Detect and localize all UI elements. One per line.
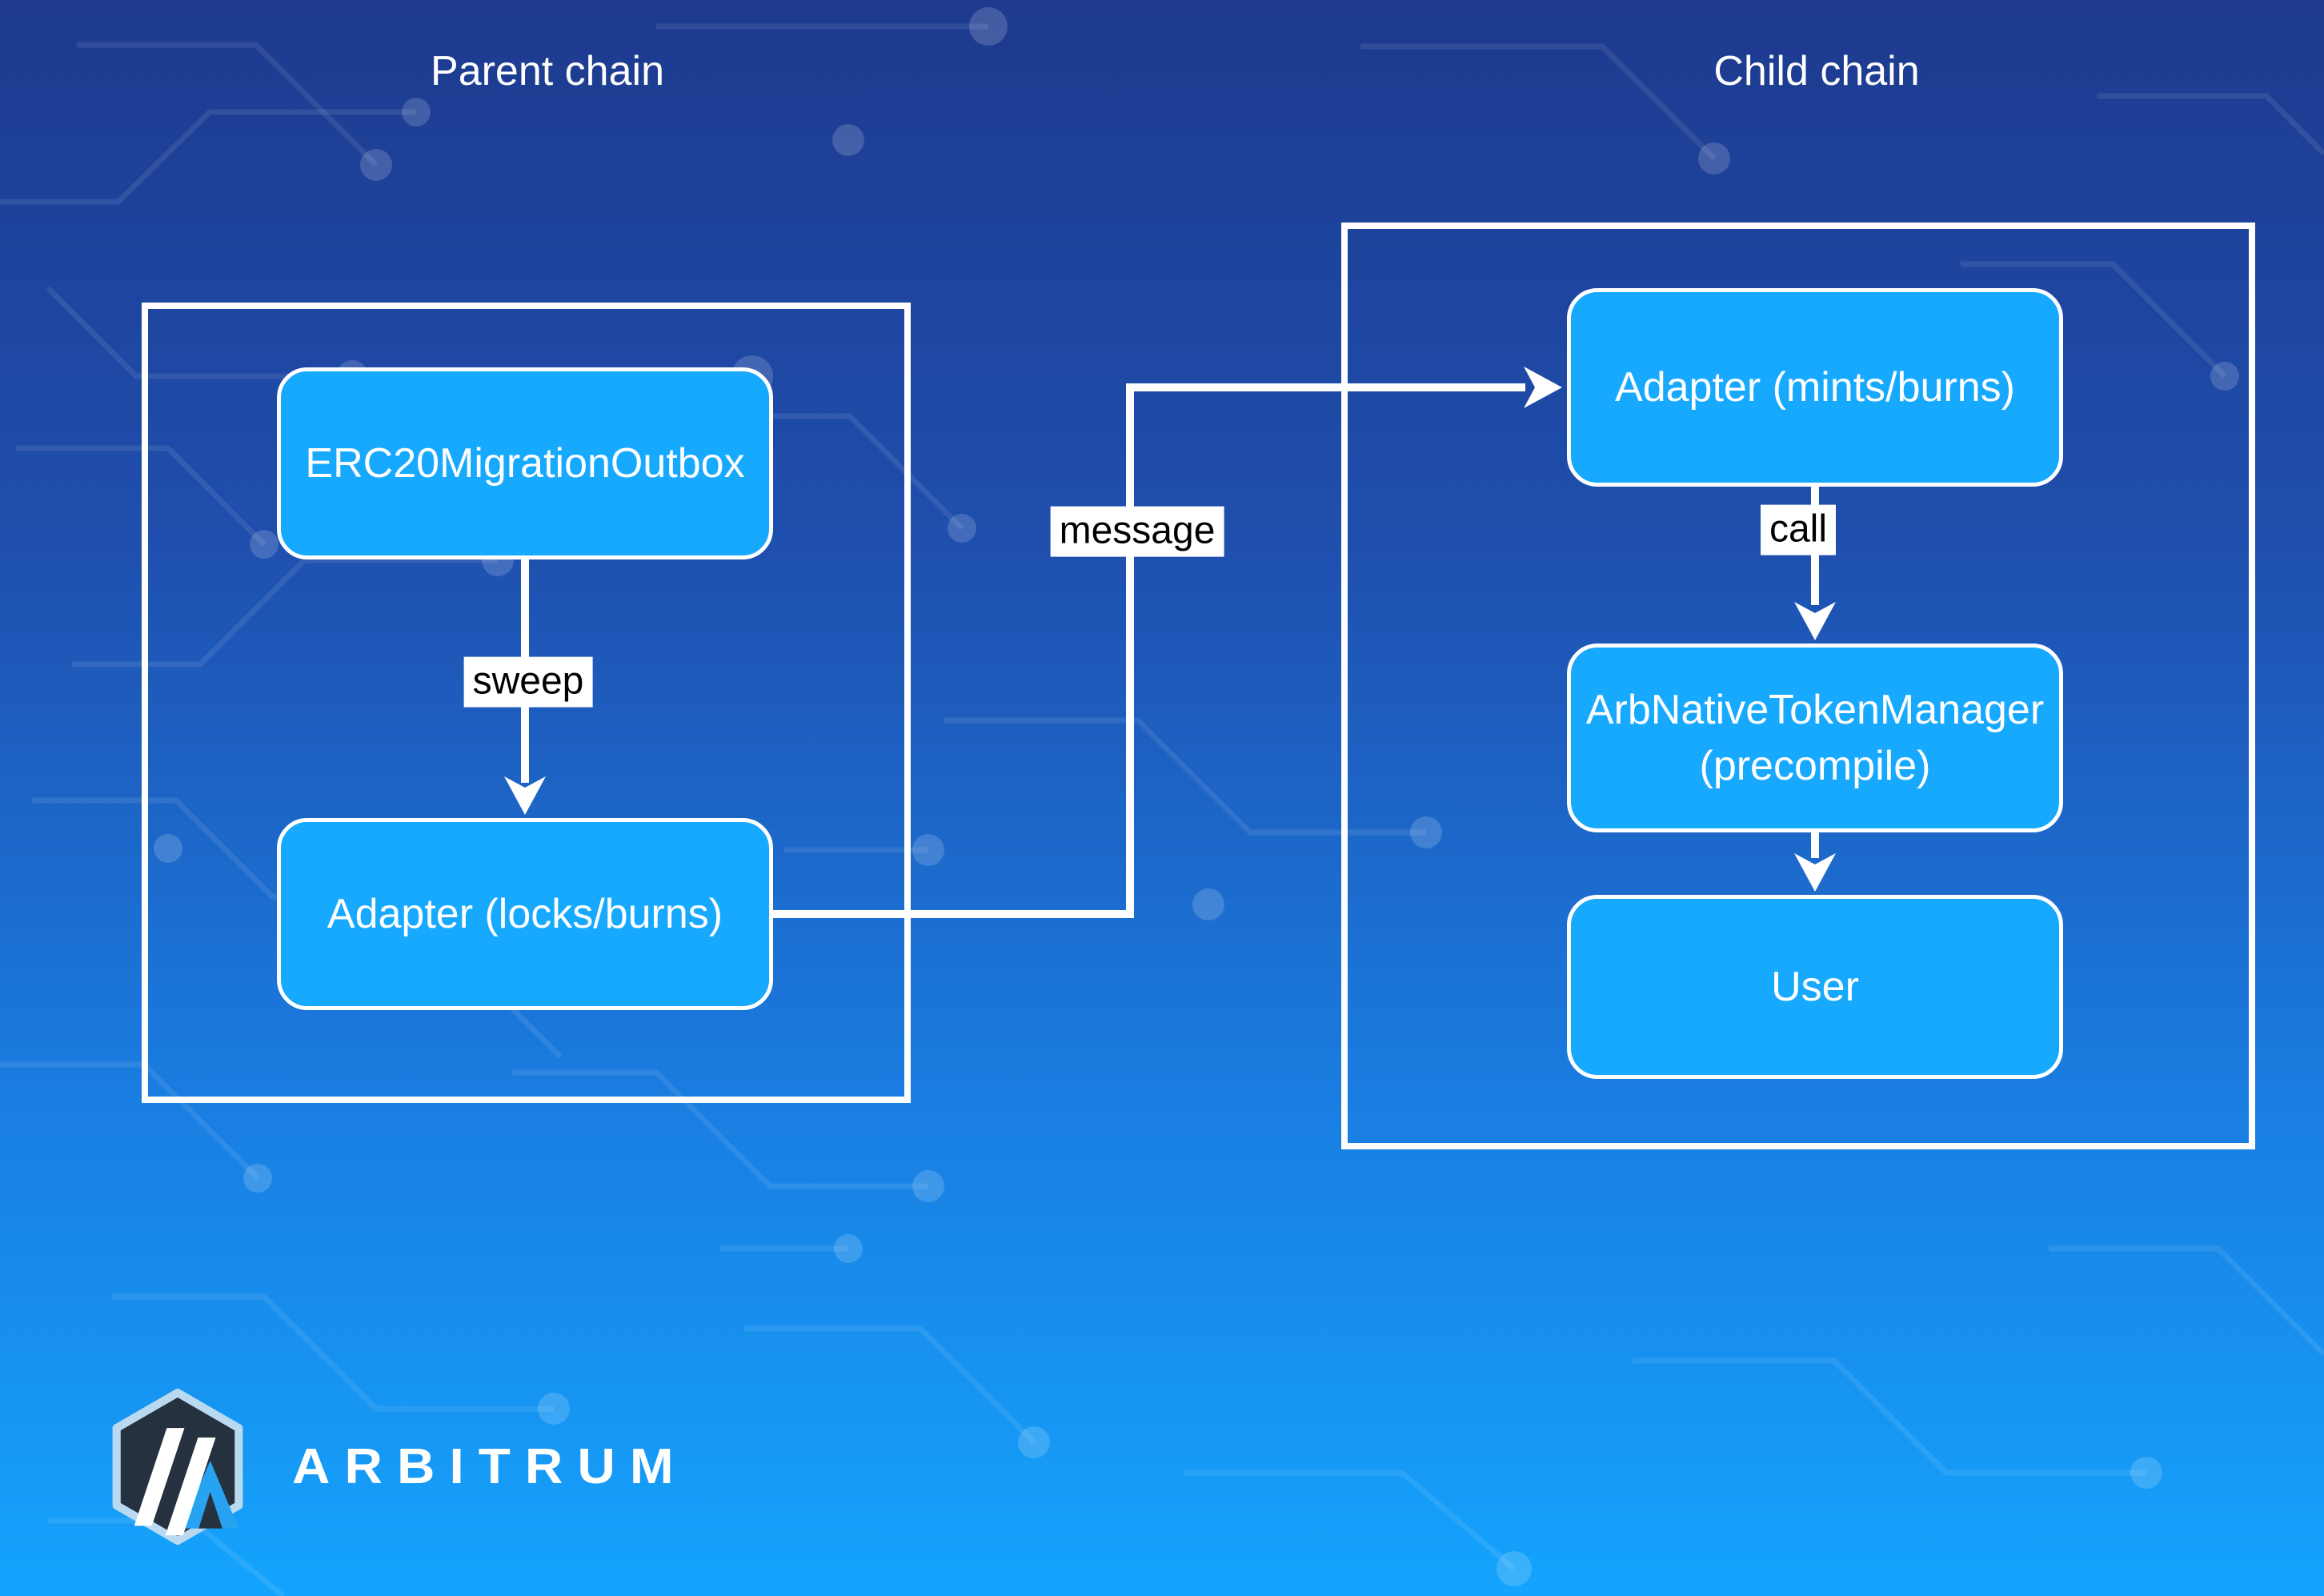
child-chain-title: Child chain [1713,48,1920,94]
node-arb-native-token-manager-line1: ArbNativeTokenManager [1585,686,2045,733]
edge-label-sweep: sweep [463,656,593,708]
node-erc20-migration-outbox: ERC20MigrationOutbox [277,367,773,559]
sweep-arrowhead [504,776,546,815]
node-adapter-locks-burns: Adapter (locks/burns) [277,818,773,1010]
node-user: User [1567,895,2063,1079]
edge-label-message: message [1050,506,1224,557]
parent-chain-title: Parent chain [431,48,664,94]
message-arrow-path [773,383,1525,918]
node-adapter-mints-burns: Adapter (mints/burns) [1567,288,2063,487]
parent-chain-container [142,303,911,1103]
message-arrowhead [1524,367,1562,408]
manager-to-user-arrowhead [1794,853,1836,892]
edge-label-call: call [1760,504,1837,555]
arbitrum-wordmark: ARBITRUM [292,1439,688,1494]
arbitrum-logo: ARBITRUM [110,1389,674,1545]
arbitrum-hexagon-icon [112,1389,243,1545]
child-chain-container [1341,223,2255,1149]
node-arb-native-token-manager-line2: (precompile) [1699,743,1931,789]
node-arb-native-token-manager: ArbNativeTokenManager (precompile) [1567,644,2063,832]
call-arrowhead [1794,602,1836,640]
